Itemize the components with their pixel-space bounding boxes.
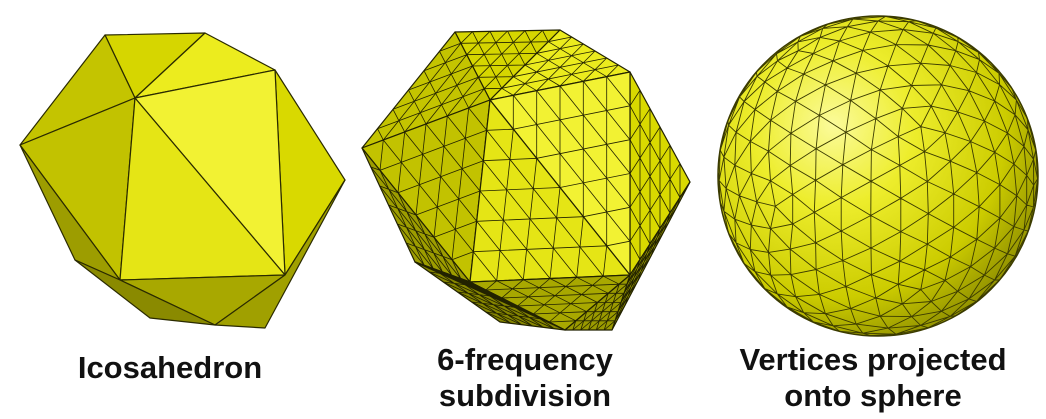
- subdivision-figure: [361, 29, 691, 331]
- caption-sphere: Vertices projected onto sphere: [700, 342, 1046, 414]
- sphere-mesh: [718, 16, 1038, 336]
- geodesic-sphere-figure: [717, 15, 1039, 337]
- subdivided-face-right: [629, 71, 691, 276]
- subdivided-face-bottom-left-2: [414, 261, 566, 331]
- subdivided-face-bottom-right-2: [564, 274, 631, 331]
- caption-sphere-line-2: onto sphere: [784, 378, 962, 413]
- caption-subdivision: 6-frequency subdivision: [380, 342, 670, 414]
- sphere-mesh-edges: [718, 16, 1038, 336]
- caption-sphere-line-1: Vertices projected: [739, 342, 1007, 377]
- ico-face-bottom-left: [74, 259, 216, 326]
- caption-subdivision-line-1: 6-frequency: [437, 342, 613, 377]
- sphere-body: [717, 15, 1039, 337]
- ico-face-bottom-right: [214, 179, 346, 329]
- caption-icosahedron: Icosahedron: [30, 350, 310, 386]
- caption-icosahedron-line-1: Icosahedron: [77, 350, 263, 385]
- caption-subdivision-line-2: subdivision: [438, 378, 612, 413]
- icosahedron-figure: [19, 32, 346, 329]
